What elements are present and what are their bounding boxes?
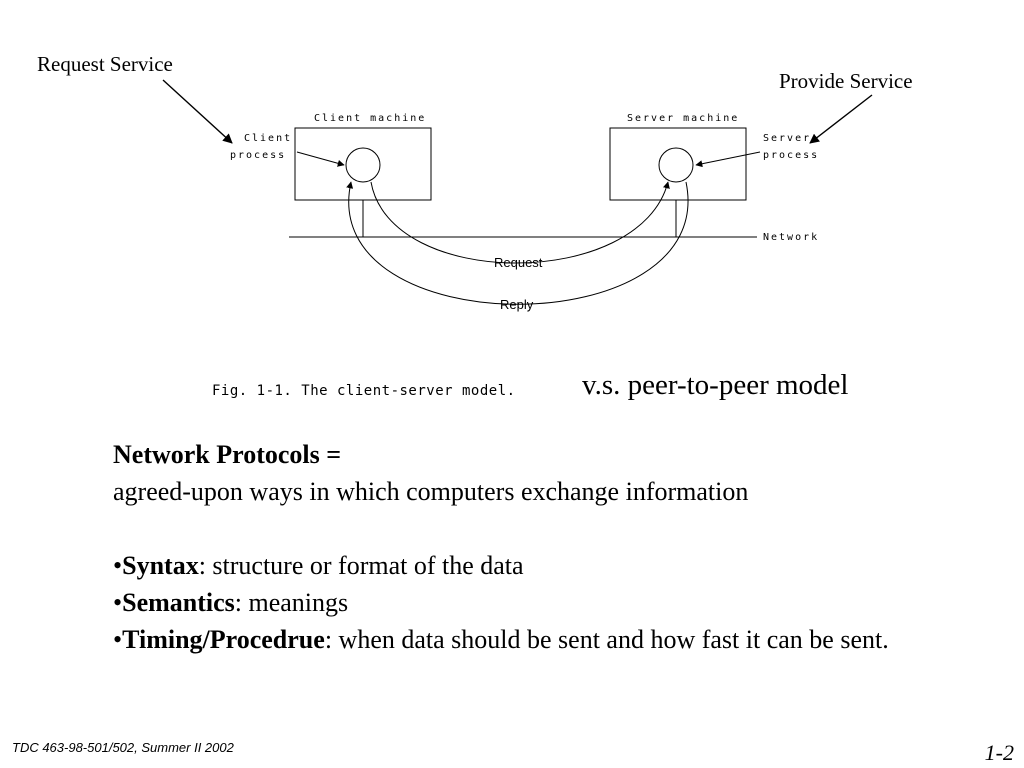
server-process-circle: [658, 147, 694, 183]
callout-right-arrow: [809, 94, 873, 144]
client-machine-box: [294, 127, 432, 201]
callout-provide-service: Provide Service: [779, 69, 913, 93]
client-server-diagram: [162, 79, 873, 305]
bullet-desc: : when data should be sent and how fast …: [324, 625, 889, 654]
server-machine-box: [609, 127, 747, 201]
server-machine-label: Server machine: [627, 113, 740, 124]
callout-request-service: Request Service: [37, 52, 173, 76]
client-machine-label: Client machine: [314, 113, 427, 124]
client-process-arrow: [296, 151, 345, 167]
bullet-glyph: •: [113, 588, 123, 617]
server-process-label-line1: Server: [763, 133, 812, 144]
network-label: Network: [763, 232, 820, 243]
footer-page-number: 1-2: [984, 740, 1014, 765]
bullet-term: Timing/Procedrue: [122, 625, 325, 654]
body-text: Network Protocols = agreed-upon ways in …: [113, 436, 983, 658]
bullet-glyph: •: [113, 625, 123, 654]
bullet-term: Syntax: [122, 551, 199, 580]
protocols-definition: agreed-upon ways in which computers exch…: [113, 477, 749, 506]
bullet-desc: : structure or format of the data: [198, 551, 524, 580]
bullet-syntax: •Syntax: structure or format of the data: [113, 547, 983, 584]
callout-left-arrow: [162, 79, 233, 144]
client-process-label-line1: Client: [244, 133, 293, 144]
bullet-semantics: •Semantics: meanings: [113, 584, 983, 621]
figure-caption: Fig. 1-1. The client-server model.: [212, 383, 516, 399]
bullet-term: Semantics: [122, 588, 235, 617]
client-process-label-line2: process: [230, 150, 287, 161]
server-process-label-line2: process: [763, 150, 820, 161]
reply-label: Reply: [500, 297, 534, 312]
footer-course: TDC 463-98-501/502, Summer II 2002: [12, 740, 234, 755]
server-process-arrow: [695, 151, 761, 168]
reply-arc: [346, 181, 689, 305]
protocols-heading: Network Protocols =: [113, 440, 342, 469]
request-label: Request: [494, 255, 543, 270]
bullet-glyph: •: [113, 551, 123, 580]
bullet-timing: •Timing/Procedrue: when data should be s…: [113, 621, 983, 658]
client-process-circle: [345, 147, 381, 183]
peer-to-peer-note: v.s. peer-to-peer model: [582, 369, 849, 401]
request-arc: [370, 181, 670, 264]
bullet-desc: : meanings: [234, 588, 349, 617]
